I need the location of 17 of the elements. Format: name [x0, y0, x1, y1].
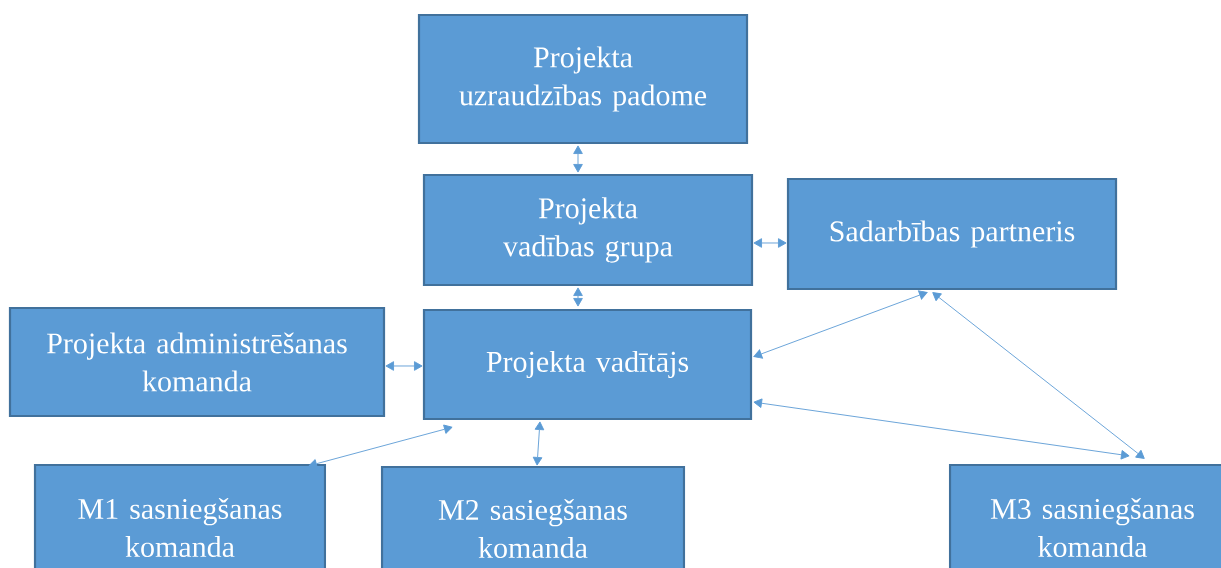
arrow: [753, 238, 787, 248]
arrow: [532, 421, 545, 466]
arrow: [385, 361, 423, 371]
process-box: Projekta vadības grupa: [422, 173, 754, 287]
arrow: [932, 292, 1145, 459]
process-box: M2 sasiegšanas komanda: [380, 465, 686, 568]
arrow: [308, 424, 453, 469]
process-box: M3 sasniegšanas komanda: [948, 463, 1221, 568]
arrow: [573, 287, 583, 307]
arrow: [753, 290, 928, 359]
process-box: Projekta vadītājs: [422, 308, 753, 421]
process-box: M1 sasniegšanas komanda: [33, 463, 327, 568]
process-box: Projekta uzraudzības padome: [417, 13, 749, 145]
process-box: Sadarbības partneris: [786, 177, 1118, 291]
arrow: [573, 145, 583, 173]
arrow: [753, 398, 1130, 460]
process-box: Projekta administrēšanas komanda: [8, 306, 386, 418]
